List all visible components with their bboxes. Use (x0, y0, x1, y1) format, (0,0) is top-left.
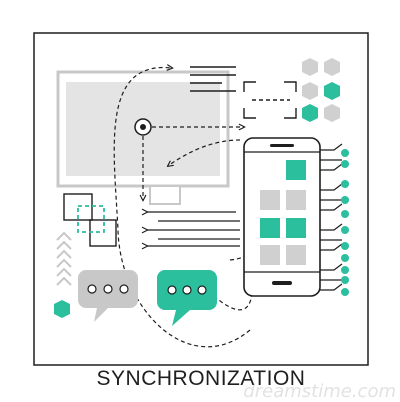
hexagon-icon (324, 82, 340, 100)
text-lines-icon (190, 66, 236, 92)
hexagon-icon (302, 82, 318, 100)
connector-dots (341, 149, 349, 296)
smartphone-icon (243, 137, 321, 297)
hexagon-icon (324, 58, 340, 76)
chevron-up-icon (56, 231, 72, 286)
target-icon (134, 118, 152, 136)
dashed-frame-icon (243, 81, 297, 119)
illustration-frame (33, 32, 369, 366)
hexagon-grid (302, 58, 340, 122)
sync-loop-arrow-lower (213, 291, 253, 311)
hexagon-icon (54, 300, 70, 318)
hexagon-icon (302, 104, 318, 122)
caption-title: SYNCHRONIZATION (96, 367, 306, 390)
hexagon-icon (324, 104, 340, 122)
network-connectors (320, 143, 343, 291)
sync-loop-arrow (113, 68, 251, 348)
data-transfer-lines (147, 212, 240, 246)
chat-bubble-icon (157, 270, 217, 326)
chat-bubble-icon (78, 270, 138, 322)
hexagon-icon (302, 58, 318, 76)
overlapping-squares-icon (63, 193, 117, 247)
dashed-curve-arrow (168, 139, 241, 166)
watermark: dreamstime.com (243, 381, 396, 402)
